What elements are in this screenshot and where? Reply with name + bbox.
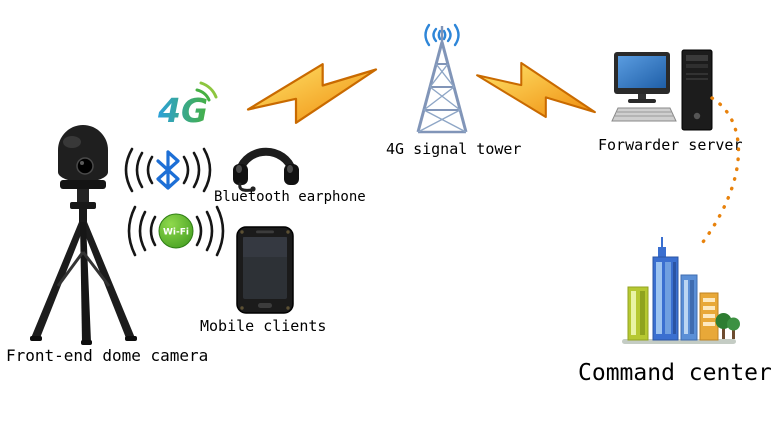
lightning-bolt-right-icon xyxy=(476,61,596,119)
signal-tower-label: 4G signal tower xyxy=(386,140,522,158)
dome-camera-node xyxy=(8,120,158,348)
server-to-command-link xyxy=(688,88,768,258)
bluetooth-earphone-node xyxy=(228,128,303,192)
forwarder-server-node xyxy=(611,48,717,136)
signal-tower-node xyxy=(402,22,482,137)
bluetooth-signal-node xyxy=(106,143,230,197)
bluetooth-earphone-label: Bluetooth earphone xyxy=(214,189,366,205)
4g-logo-text: 4G xyxy=(157,91,208,130)
server-computer-icon xyxy=(611,49,713,131)
bluetooth-rune-icon xyxy=(156,150,180,190)
dome-camera-icon xyxy=(30,125,137,345)
dotted-connection-line xyxy=(698,96,741,248)
wifi-signal-icon: Wi-Fi xyxy=(127,205,225,257)
mobile-phone-icon xyxy=(236,226,294,314)
signal-tower-icon xyxy=(416,23,468,134)
command-center-node xyxy=(620,233,740,351)
dome-camera-label: Front-end dome camera xyxy=(6,346,209,365)
wifi-label-text: Wi-Fi xyxy=(163,228,189,238)
command-center-label: Command center xyxy=(578,360,772,386)
lightning-right xyxy=(476,61,596,119)
mobile-client-node xyxy=(236,226,294,314)
command-center-buildings-icon xyxy=(622,237,740,344)
bluetooth-earphone-icon xyxy=(233,147,299,192)
mobile-clients-label: Mobile clients xyxy=(200,317,327,335)
lightning-bolt-left-icon xyxy=(246,63,378,124)
4g-logo-icon: 4G xyxy=(157,81,218,130)
lightning-left xyxy=(246,63,378,124)
four-g-node: 4G xyxy=(156,80,220,132)
bluetooth-signal-icon xyxy=(124,147,212,193)
forwarder-server-label: Forwarder server xyxy=(598,136,743,154)
wifi-signal-node: Wi-Fi xyxy=(120,200,232,262)
